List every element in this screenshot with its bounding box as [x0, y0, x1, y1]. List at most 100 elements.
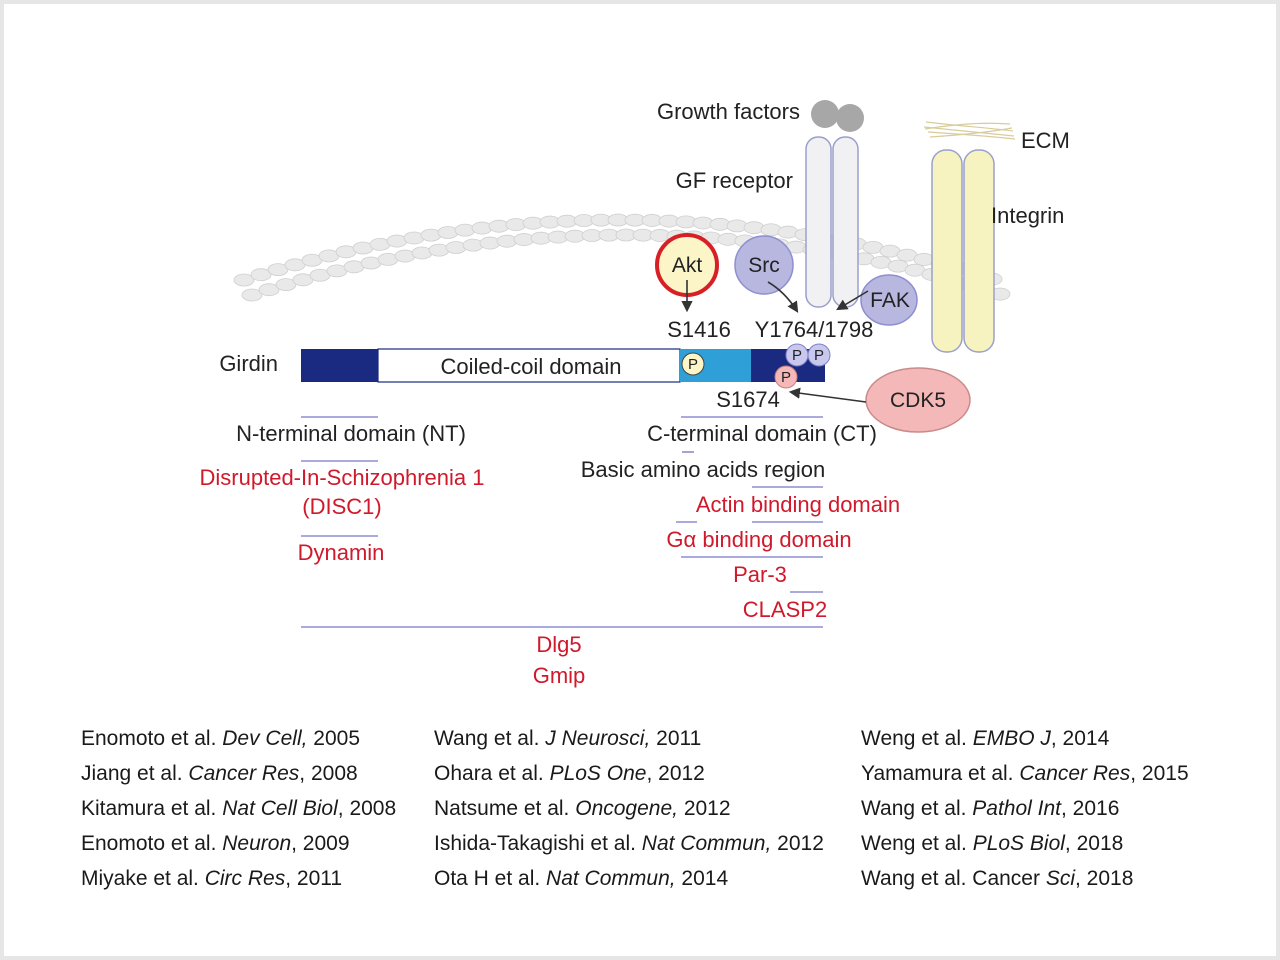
- reference-author: Miyake et al.: [81, 867, 205, 890]
- lipid-head-icon: [233, 273, 255, 287]
- lipid-head-icon: [267, 263, 289, 277]
- gf-receptor-icon: [805, 136, 832, 308]
- label-ct: C-terminal domain (CT): [647, 421, 877, 446]
- label-p-s1674: P: [781, 369, 791, 386]
- growth-factor-icon: [811, 100, 839, 128]
- reference-author: Jiang et al.: [81, 762, 189, 785]
- reference-journal: Neuron: [222, 832, 292, 855]
- fak-kinase-icon: [860, 274, 918, 326]
- cdk5-kinase-icon: [865, 367, 971, 433]
- binder-par3: Par-3: [733, 562, 787, 587]
- reference-year: , 2015: [1130, 762, 1189, 785]
- label-basic: Basic amino acids region: [581, 457, 826, 482]
- binder-galpha: Gα binding domain: [666, 527, 851, 552]
- reference-item: Miyake et al. Circ Res, 2011: [81, 864, 396, 899]
- reference-author: Ohara et al.: [434, 762, 550, 785]
- lipid-head-icon: [241, 288, 263, 302]
- integrin-icon: [963, 149, 995, 353]
- reference-year: 2012: [771, 832, 824, 855]
- reference-year: , 2018: [1075, 867, 1134, 890]
- reference-year: 2005: [307, 727, 361, 750]
- reference-year: , 2011: [285, 867, 343, 890]
- reference-author: Wang et al.: [861, 797, 973, 820]
- reference-item: Ishida-Takagishi et al. Nat Commun, 2012: [434, 829, 824, 864]
- reference-journal: Circ Res: [204, 867, 286, 890]
- phospho-s1674-icon: [774, 365, 798, 389]
- label-integrin: Integrin: [991, 203, 1064, 228]
- reference-author: Ota H et al.: [434, 867, 547, 890]
- reference-year: , 2012: [646, 762, 705, 785]
- binder-dynamin: Dynamin: [298, 540, 385, 565]
- reference-item: Yamamura et al. Cancer Res, 2015: [861, 759, 1189, 794]
- girdin-coiled-coil-segment: [377, 348, 681, 383]
- reference-journal: PLoS Biol: [972, 832, 1065, 855]
- reference-item: Wang et al. J Neurosci, 2011: [434, 724, 824, 759]
- label-y1764: Y1764/1798: [755, 317, 874, 342]
- binder-actin: Actin binding domain: [696, 492, 900, 517]
- reference-item: Ohara et al. PLoS One, 2012: [434, 759, 824, 794]
- reference-item: Jiang et al. Cancer Res, 2008: [81, 759, 396, 794]
- reference-item: Kitamura et al. Nat Cell Biol, 2008: [81, 794, 396, 829]
- label-akt: Akt: [672, 254, 703, 277]
- integrin-icon: [931, 149, 963, 353]
- reference-author: Ishida-Takagishi et al.: [434, 832, 642, 855]
- cdk5-to-s1674-arrow: [788, 387, 867, 403]
- label-gf-receptor: GF receptor: [676, 168, 793, 193]
- binder-clasp2: CLASP2: [743, 597, 827, 622]
- label-src: Src: [748, 254, 780, 277]
- phospho-y1798-icon: [807, 343, 831, 367]
- label-p-y1798: P: [814, 347, 824, 364]
- reference-year: , 2014: [1050, 727, 1110, 750]
- reference-item: Natsume et al. Oncogene, 2012: [434, 794, 824, 829]
- reference-author: Enomoto et al.: [81, 832, 223, 855]
- binder-gmip: Gmip: [533, 663, 586, 688]
- phospho-s1416-icon: [681, 352, 705, 376]
- reference-year: , 2008: [299, 762, 358, 785]
- src-kinase-icon: [734, 235, 794, 295]
- reference-journal: EMBO J: [972, 727, 1051, 750]
- reference-item: Wang et al. Pathol Int, 2016: [861, 794, 1189, 829]
- reference-journal: Oncogene,: [575, 797, 678, 820]
- reference-year: 2012: [677, 797, 731, 820]
- lipid-head-icon: [250, 268, 272, 282]
- label-s1674: S1674: [716, 387, 780, 412]
- binder-disc1-line2: (DISC1): [302, 494, 381, 519]
- reference-journal: Nat Commun,: [641, 832, 772, 855]
- reference-journal: Nat Cell Biol: [222, 797, 338, 820]
- label-nt: N-terminal domain (NT): [236, 421, 466, 446]
- label-cdk5: CDK5: [890, 389, 946, 412]
- growth-factor-icon: [836, 104, 864, 132]
- fak-to-y1764-arrow: [836, 290, 869, 311]
- reference-journal: Cancer Res: [188, 762, 300, 785]
- reference-journal: PLoS One: [549, 762, 647, 785]
- reference-year: 2011: [650, 727, 702, 750]
- reference-author: Yamamura et al.: [861, 762, 1020, 785]
- reference-author: Natsume et al.: [434, 797, 576, 820]
- reference-year: , 2016: [1061, 797, 1120, 820]
- girdin-nt-segment: [301, 349, 378, 382]
- reference-item: Enomoto et al. Dev Cell, 2005: [81, 724, 396, 759]
- label-fak: FAK: [870, 289, 910, 312]
- region-lines: [301, 416, 823, 628]
- reference-author: Enomoto et al.: [81, 727, 223, 750]
- binder-disc1-line1: Disrupted-In-Schizophrenia 1: [200, 465, 485, 490]
- lipid-head-icon: [275, 278, 297, 292]
- reference-item: Weng et al. EMBO J, 2014: [861, 724, 1189, 759]
- figure-frame: [4, 4, 1276, 956]
- reference-item: Wang et al. Cancer Sci, 2018: [861, 864, 1189, 899]
- reference-item: Weng et al. PLoS Biol, 2018: [861, 829, 1189, 864]
- label-p-s1416: P: [688, 356, 698, 373]
- label-s1416: S1416: [667, 317, 731, 342]
- reference-author: Weng et al.: [861, 832, 973, 855]
- reference-journal: Cancer Res: [1019, 762, 1131, 785]
- label-coiled-coil: Coiled-coil domain: [441, 354, 622, 379]
- reference-item: Ota H et al. Nat Commun, 2014: [434, 864, 824, 899]
- label-growth-factors: Growth factors: [657, 99, 800, 124]
- reference-author: Kitamura et al.: [81, 797, 223, 820]
- label-girdin: Girdin: [219, 351, 278, 376]
- reference-journal: J Neurosci,: [545, 727, 651, 750]
